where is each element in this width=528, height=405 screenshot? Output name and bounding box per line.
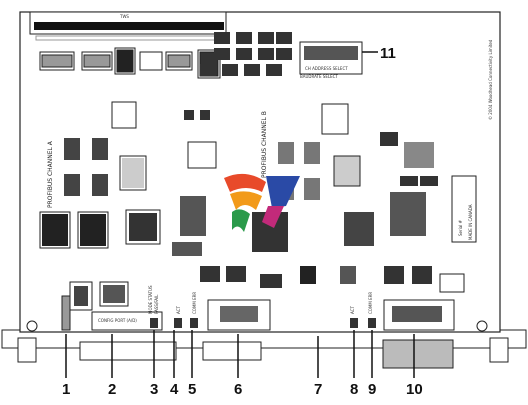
serial-label: Serial # xyxy=(458,219,463,236)
top-header-connector: TWS xyxy=(29,11,227,41)
front-bracket xyxy=(1,329,527,369)
copyright-text: © 2004 Woodhead Connectivity Limited xyxy=(488,39,493,120)
channel-a-components xyxy=(39,101,217,249)
dip-switch-block: CH ADDRESS SELECT BAUDRATE SELECT xyxy=(299,41,363,79)
mode-status-label: MODE STATUS xyxy=(148,285,153,314)
act-label-b: ACT xyxy=(350,306,355,314)
callout-2: 2 xyxy=(108,381,116,398)
channel-b-label: PROFIBUS CHANNEL B xyxy=(261,111,268,178)
pass-fail-label: PASS/FAIL xyxy=(154,294,159,314)
mount-hole-left xyxy=(26,320,38,332)
callout-3: 3 xyxy=(150,381,158,398)
serial-sticker: Serial # MADE IN CANADA xyxy=(451,175,477,243)
made-in-label: MADE IN CANADA xyxy=(468,204,473,240)
callout-8: 8 xyxy=(350,381,358,398)
act-label-a: ACT xyxy=(176,306,181,314)
callout-leaders xyxy=(65,51,415,378)
channel-a-label: PROFIBUS CHANNEL A xyxy=(47,140,54,208)
bottom-connectors: CONFIG PORT (A/D) xyxy=(61,295,455,331)
config-port-label: CONFIG PORT (A/D) xyxy=(98,318,137,323)
callout-7: 7 xyxy=(314,381,322,398)
comm-err-label-b: COMM ERR xyxy=(368,292,373,314)
callout-9: 9 xyxy=(368,381,376,398)
mount-hole-right xyxy=(476,320,488,332)
baudrate-select-label: BAUDRATE SELECT xyxy=(300,74,338,79)
callout-4: 4 xyxy=(170,381,179,398)
callout-10: 10 xyxy=(406,381,423,398)
address-select-label: CH ADDRESS SELECT xyxy=(305,66,348,71)
callout-5: 5 xyxy=(188,381,196,398)
bottom-components xyxy=(69,266,465,311)
center-logo-mark xyxy=(224,173,300,232)
comm-err-label-a: COMM ERR xyxy=(192,292,197,314)
callout-6: 6 xyxy=(234,381,242,398)
callout-1: 1 xyxy=(62,381,70,398)
callout-11: 11 xyxy=(380,45,396,62)
header-ref-text: TWS xyxy=(119,14,129,19)
chip-cluster-top-middle xyxy=(200,32,292,76)
